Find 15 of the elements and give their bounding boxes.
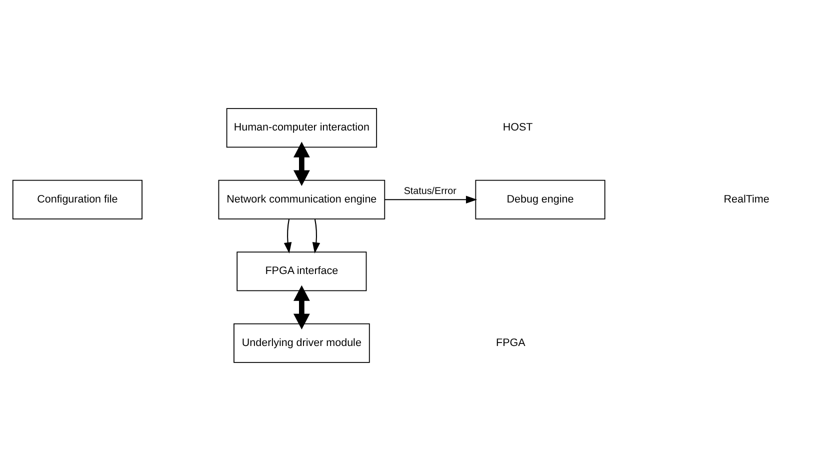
node-box: Debug engine <box>475 180 606 220</box>
label: FPGA <box>496 336 526 349</box>
node-box: Underlying driver module <box>234 323 370 363</box>
arrow <box>284 219 292 254</box>
node-box: FPGA interface <box>236 252 367 292</box>
arrow <box>293 142 310 186</box>
node-box: Network communication engine <box>218 180 386 220</box>
arrow <box>312 219 320 254</box>
arrow <box>293 285 310 330</box>
node-box: Human-computer interaction <box>226 108 378 148</box>
edge-label: Status/Error <box>404 186 456 198</box>
label: HOST <box>502 122 533 134</box>
label: RealTime <box>724 193 770 206</box>
arrow <box>384 196 478 204</box>
node-box: Configuration file <box>12 180 142 220</box>
